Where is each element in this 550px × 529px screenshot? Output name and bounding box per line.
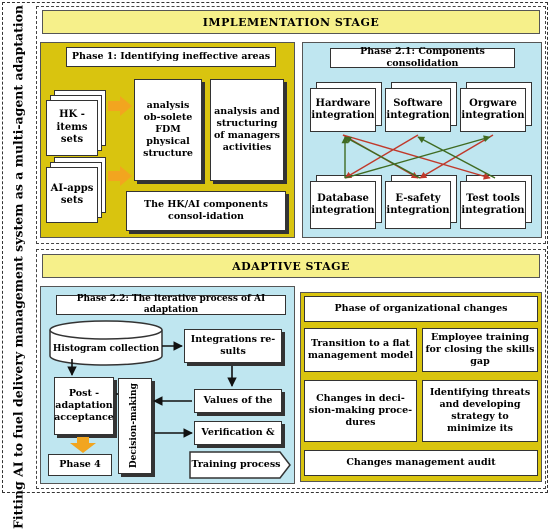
analysis-fdm-box: analysis ob-solete FDM physical structur… bbox=[134, 79, 202, 181]
outer-frame bbox=[2, 2, 548, 493]
phase4-box: Phase 4 bbox=[48, 454, 112, 476]
org-changes-title: Phase of organizational changes bbox=[304, 296, 538, 322]
post-adaptation-box: Post - adaptation acceptance bbox=[54, 377, 114, 435]
histogram-collection: Histogram collection bbox=[52, 344, 160, 355]
sidebar-title: Fitting AI to fuel delivery management s… bbox=[3, 4, 33, 528]
audit-box: Changes management audit bbox=[304, 450, 538, 476]
esafety-integration: E-safety integration bbox=[385, 181, 451, 229]
employee-training-box: Employee training for closing the skills… bbox=[422, 328, 538, 372]
implementation-stage-title: IMPLEMENTATION STAGE bbox=[42, 10, 540, 34]
implementation-stage-panel bbox=[36, 6, 546, 244]
phase1-title: Phase 1: Identifying ineffective areas bbox=[66, 47, 276, 67]
analysis-managers-box: analysis and structuring of managers act… bbox=[210, 79, 284, 181]
software-integration: Software integration bbox=[385, 88, 451, 132]
decision-making-label: Decision-making bbox=[129, 383, 140, 469]
decision-making-box: Decision-making bbox=[118, 378, 152, 474]
hk-items-sets: HK -items sets bbox=[46, 100, 98, 156]
phase21-title: Phase 2.1: Components consolidation bbox=[330, 46, 515, 69]
integrations-results-box: Integrations re-sults bbox=[184, 329, 282, 363]
decision-changes-box: Changes in deci-sion-making proce-dures bbox=[304, 380, 417, 442]
orgware-integration: Orgware integration bbox=[460, 88, 526, 132]
training-process: Training process bbox=[191, 459, 281, 471]
database-integration: Database integration bbox=[310, 181, 376, 229]
sidebar-title-text: Fitting AI to fuel delivery management s… bbox=[10, 4, 26, 529]
verification-box: Verification & bbox=[194, 421, 282, 445]
testtools-integration: Test tools integration bbox=[460, 181, 526, 229]
consolidation-box: The HK/AI components consol-idation bbox=[126, 191, 286, 231]
adaptive-stage-title: ADAPTIVE STAGE bbox=[42, 254, 540, 278]
values-box: Values of the bbox=[194, 389, 282, 413]
hardware-integration: Hardware integration bbox=[310, 88, 376, 132]
adaptive-stage-panel bbox=[36, 249, 546, 489]
identifying-threats-box: Identifying threats and developing strat… bbox=[422, 380, 538, 442]
ai-apps-sets: AI-apps sets bbox=[46, 167, 98, 223]
phase22-title: Phase 2.2: The iterative process of AI a… bbox=[56, 294, 286, 315]
flat-model-box: Transition to a flat management model bbox=[304, 328, 417, 372]
